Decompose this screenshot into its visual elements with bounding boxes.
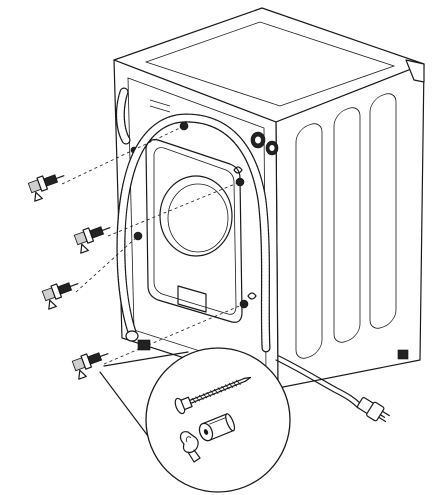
drum-bearing-cover <box>159 175 233 257</box>
clip-icon <box>179 431 201 463</box>
water-inlet <box>250 131 279 156</box>
power-cord <box>275 355 390 423</box>
transit-bolt-icon <box>27 174 111 380</box>
leader-lines <box>61 125 245 365</box>
rear-panel <box>130 99 279 323</box>
screw-icon <box>174 376 252 415</box>
drain-hose <box>115 87 271 353</box>
foot-side <box>397 349 409 360</box>
side-ribs <box>295 93 397 359</box>
top-corner <box>405 59 425 83</box>
power-plug-icon <box>356 397 390 423</box>
detail-callout <box>99 347 291 493</box>
rating-label <box>177 285 207 313</box>
top-panel-inset <box>144 21 396 107</box>
foot-left <box>137 339 151 351</box>
spacer-icon <box>198 413 236 442</box>
